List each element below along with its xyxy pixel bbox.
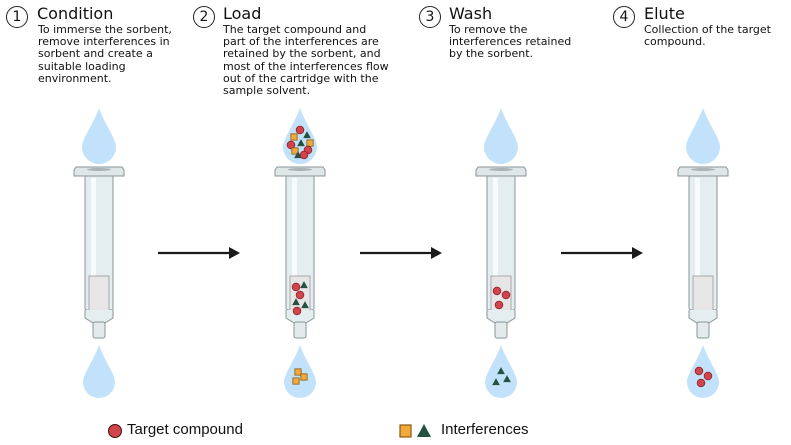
target-compound-particle [295, 125, 305, 135]
target-compound-particle [292, 306, 302, 316]
target-compound-particle [694, 366, 704, 376]
legend-interferences-label: Interferences [441, 421, 529, 438]
step-arrowhead-2 [431, 247, 442, 259]
step-title-2: Load [223, 4, 262, 23]
legend-target-label: Target compound [127, 421, 243, 438]
step-arrowhead-3 [632, 247, 643, 259]
cartridge-tip [696, 321, 710, 339]
cartridge-step-1 [73, 108, 125, 398]
cartridge-flange [475, 166, 527, 177]
cartridge-highlight [292, 178, 297, 306]
cartridge-opening [691, 168, 715, 171]
cartridge-highlight [695, 178, 700, 306]
interference-triangle-particle [301, 301, 309, 309]
target-compound-particle [501, 290, 511, 300]
interference-square-particle [300, 373, 308, 381]
cartridge-step-4 [677, 108, 729, 398]
interference-triangle-particle [292, 298, 300, 306]
step-arrowhead-1 [229, 247, 240, 259]
cartridge-flange [274, 166, 326, 177]
step-number-1: 1 [6, 6, 28, 28]
step-number-3: 3 [419, 6, 441, 28]
step-description-2: The target compound and part of the inte… [223, 23, 389, 98]
input-solvent-drop-icon [82, 108, 116, 164]
step-description-4: Collection of the target compound. [644, 23, 771, 49]
target-compound-particle [286, 140, 296, 150]
input-solvent-drop-icon [484, 108, 518, 164]
cartridge-taper [688, 310, 718, 324]
cartridge-highlight [493, 178, 498, 306]
cartridge-tip [494, 321, 508, 339]
cartridge-step-2 [274, 108, 326, 398]
target-compound-particle [703, 371, 713, 381]
interference-square-particle [290, 133, 298, 141]
target-compound-particle [696, 378, 706, 388]
step-description-1: To immerse the sorbent, remove interfere… [38, 23, 172, 85]
target-compound-particle [492, 286, 502, 296]
cartridge-opening [288, 168, 312, 171]
interference-triangle-particle [492, 378, 500, 386]
interference-triangle-particle [497, 367, 505, 375]
cartridge-flange [677, 166, 729, 177]
interference-square-particle [292, 377, 300, 385]
interference-triangle-particle [503, 375, 511, 383]
interference-triangle-particle [297, 139, 305, 147]
interference-triangle-particle [303, 131, 311, 139]
interference-square-particle [291, 147, 299, 155]
cartridge-opening [87, 168, 111, 171]
interference-triangle-particle [294, 151, 302, 159]
cartridge-step-3 [475, 108, 527, 398]
target-compound-particle [291, 282, 301, 292]
target-compound-particle [299, 150, 309, 160]
cartridge-taper [84, 310, 114, 324]
step-title-1: Condition [37, 4, 114, 23]
target-compound-particle [494, 300, 504, 310]
cartridge-opening [489, 168, 513, 171]
eluate-drop-icon [83, 345, 115, 398]
cartridge-flange [73, 166, 125, 177]
cartridge-tip [293, 321, 307, 339]
cartridge-highlight [91, 178, 96, 306]
legend-triangle-icon [417, 424, 431, 437]
legend-target-icon [108, 424, 122, 438]
legend-square-icon [399, 424, 412, 438]
interference-square-particle [306, 139, 314, 147]
step-number-2: 2 [193, 6, 215, 28]
step-description-3: To remove the interferences retained by … [449, 23, 572, 61]
input-solvent-drop-icon [686, 108, 720, 164]
cartridge-tip [92, 321, 106, 339]
target-compound-particle [295, 290, 305, 300]
interference-triangle-particle [300, 281, 308, 289]
step-title-4: Elute [644, 4, 685, 23]
interference-square-particle [294, 368, 302, 376]
step-title-3: Wash [449, 4, 493, 23]
cartridge-taper [486, 310, 516, 324]
step-number-4: 4 [613, 6, 635, 28]
